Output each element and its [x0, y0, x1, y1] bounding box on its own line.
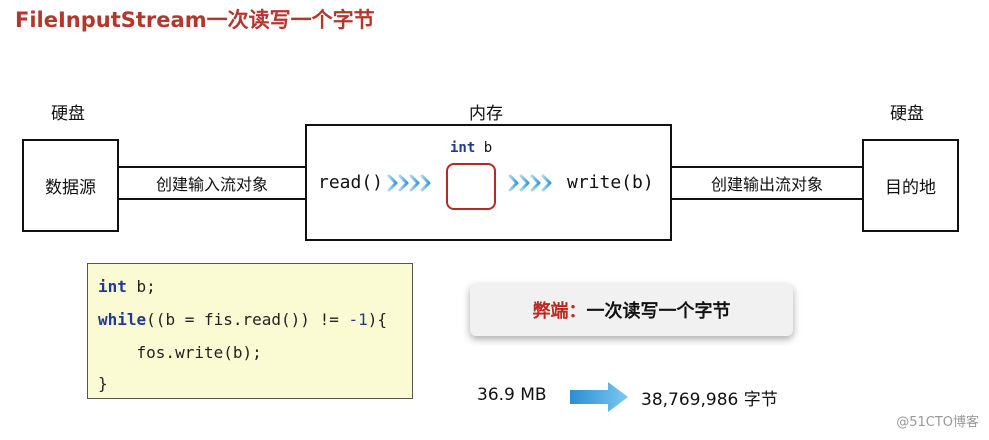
output-stream-label: 创建输出流对象	[710, 175, 823, 194]
size-from: 36.9 MB	[477, 385, 547, 405]
right-disk-label: 硬盘	[890, 104, 924, 124]
code-line-1: int b;	[98, 277, 156, 296]
size-to: 38,769,986 字节	[641, 390, 778, 410]
code-snippet: int b; while((b = fis.read()) != -1){ fo…	[87, 263, 413, 399]
write-flow-arrows-icon	[508, 174, 552, 192]
drawback-callout: 弊端： 一次读写一个字节	[470, 284, 793, 336]
output-stream-band: 创建输出流对象	[670, 166, 864, 200]
code-keyword-while: while	[98, 310, 147, 329]
read-flow-arrows-icon	[387, 174, 431, 192]
input-stream-label: 创建输入流对象	[155, 175, 268, 194]
variable-label: int b	[450, 140, 492, 156]
watermark: @51CTO博客	[896, 415, 979, 430]
code-line-3: fos.write(b);	[98, 343, 262, 362]
code-keyword-int: int	[98, 277, 127, 296]
variable-box	[446, 163, 496, 210]
destination-box: 目的地	[862, 139, 959, 232]
code-line-1-rest: b;	[126, 277, 156, 296]
variable-keyword: int	[450, 140, 476, 156]
page-title: FileInputStream一次读写一个字节	[15, 8, 375, 32]
input-stream-band: 创建输入流对象	[117, 166, 307, 200]
callout-prefix: 弊端：	[532, 301, 587, 322]
conversion-arrow-icon	[570, 382, 628, 412]
source-box-label: 数据源	[45, 178, 96, 198]
code-line-2: while((b = fis.read()) != -1){	[98, 310, 387, 329]
destination-box-label: 目的地	[885, 178, 936, 198]
memory-label: 内存	[469, 104, 503, 124]
variable-name: b	[483, 140, 493, 156]
code-literal: -1	[348, 310, 368, 329]
read-call: read()	[318, 172, 384, 193]
left-disk-label: 硬盘	[51, 104, 85, 124]
callout-text: 一次读写一个字节	[586, 301, 731, 322]
code-line-4: }	[98, 374, 108, 393]
source-box: 数据源	[22, 139, 119, 232]
code-line-2-end: ){	[367, 310, 387, 329]
code-line-2-mid: ((b = fis.read()) !=	[146, 310, 349, 329]
write-call: write(b)	[567, 172, 654, 193]
